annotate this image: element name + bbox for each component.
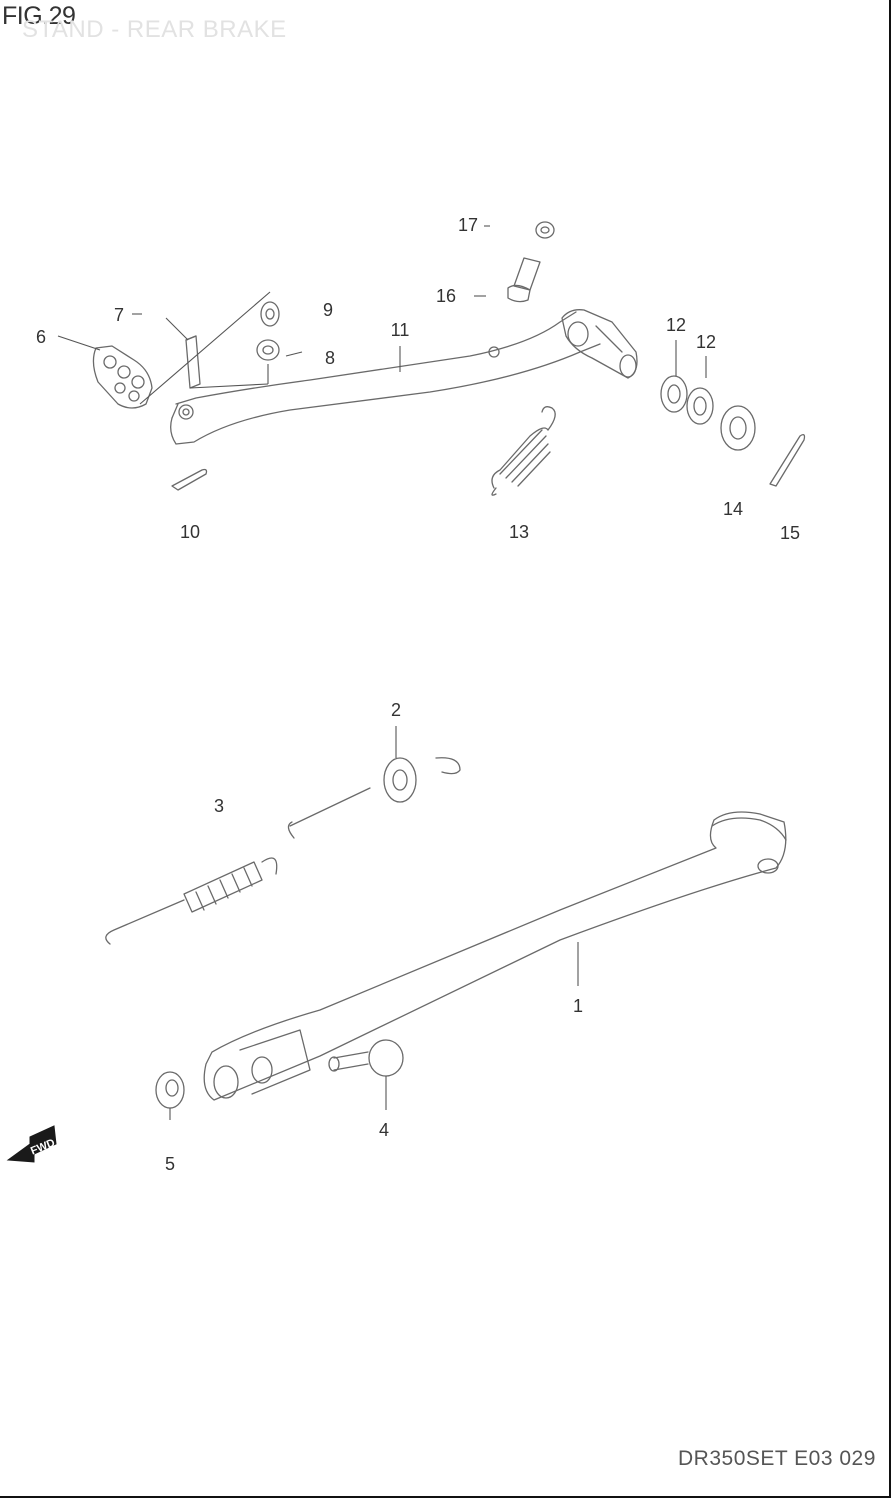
callout-15: 15 <box>780 523 800 543</box>
part-15-cotter-pin-drawing <box>769 434 806 487</box>
callout-2: 2 <box>391 700 401 720</box>
lower-leader-lines <box>169 726 579 1120</box>
upper-leader-lines <box>57 225 707 405</box>
part-10-cotter-pin-drawing <box>171 468 208 491</box>
part-1-side-stand-drawing <box>203 811 787 1101</box>
part-14-washer-drawing <box>720 405 756 451</box>
callout-12b: 12 <box>696 332 716 352</box>
part-5-nut-drawing <box>155 1071 185 1109</box>
callout-12a: 12 <box>666 315 686 335</box>
callout-17: 17 <box>458 215 478 235</box>
callout-5: 5 <box>165 1154 175 1174</box>
part-9-nut-drawing <box>260 301 280 327</box>
callout-6: 6 <box>36 327 46 347</box>
callout-11: 11 <box>391 320 410 340</box>
callout-7: 7 <box>114 305 124 325</box>
callout-3: 3 <box>214 796 224 816</box>
part-11-brake-pedal-drawing <box>170 309 638 445</box>
part-13-spring-drawing <box>491 406 556 496</box>
callout-13: 13 <box>509 522 529 542</box>
part-17-nut-drawing <box>535 221 555 239</box>
fwd-arrow-icon: FWD <box>6 1125 57 1163</box>
part-4-collar-drawing <box>328 1039 404 1077</box>
part-16-bolt-drawing <box>507 257 541 303</box>
drawing-code: DR350SET E03 029 <box>678 1447 876 1470</box>
callout-9: 9 <box>323 300 333 320</box>
part-3-spring-drawing <box>105 787 371 945</box>
callout-numbers: 1 2 3 4 5 6 7 8 9 10 11 12 12 13 14 15 1… <box>36 215 800 1174</box>
part-12-bushing-drawing <box>660 375 714 425</box>
callout-14: 14 <box>723 499 743 519</box>
part-2-collar-drawing <box>383 757 461 803</box>
callout-4: 4 <box>379 1120 389 1140</box>
callout-10: 10 <box>180 522 200 542</box>
part-6-pedal-tip-drawing <box>92 345 153 409</box>
callout-16: 16 <box>436 286 456 306</box>
figure-title: STAND - REAR BRAKE <box>22 16 287 43</box>
callout-1: 1 <box>573 996 583 1016</box>
figure-number: FIG.29 <box>2 2 76 30</box>
callout-8: 8 <box>325 348 335 368</box>
part-8-washer-drawing <box>256 339 280 361</box>
